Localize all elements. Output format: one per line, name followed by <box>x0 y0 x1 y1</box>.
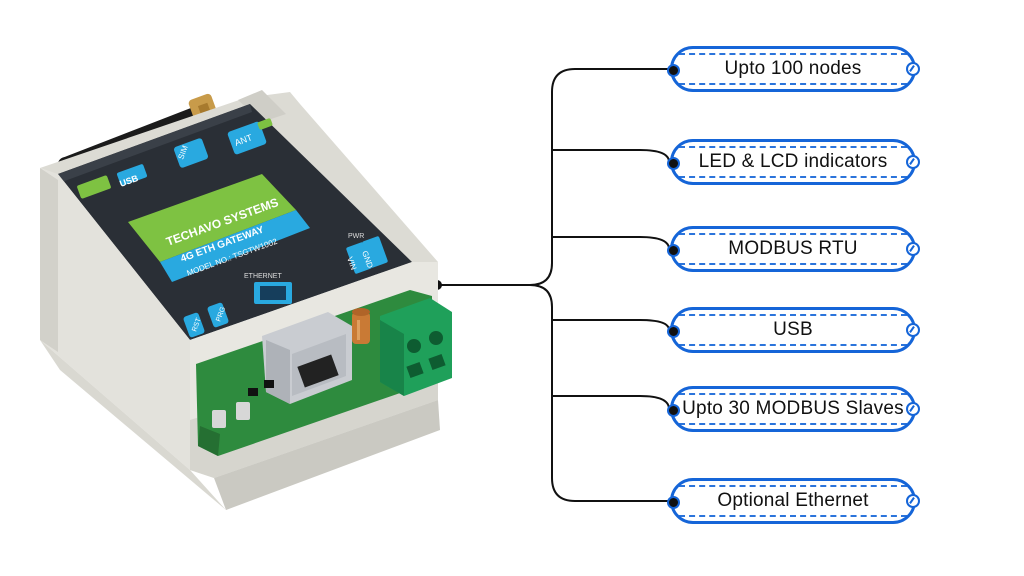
feature-label: LED & LCD indicators <box>698 151 888 172</box>
port-pwr-label: PWR <box>348 233 364 240</box>
node-end-icon <box>906 62 920 76</box>
node-end-icon <box>906 323 920 337</box>
node-end-icon <box>906 402 920 416</box>
button-rst-label: RST <box>191 316 203 332</box>
node-end-icon <box>906 242 920 256</box>
connector-dot-icon <box>667 496 680 509</box>
connector-dot-icon <box>667 244 680 257</box>
feature-label: Optional Ethernet <box>717 490 869 511</box>
feature-label: USB <box>773 319 813 340</box>
feature-label: MODBUS RTU <box>728 238 858 259</box>
feature-led-lcd-indicators: LED & LCD indicators <box>667 139 920 185</box>
connector-dot-icon <box>667 325 680 338</box>
port-ethernet-label: ETHERNET <box>244 273 282 280</box>
terminal-block <box>380 298 452 396</box>
port-vin-label: VIN <box>345 256 358 272</box>
connector-dot-icon <box>667 157 680 170</box>
connector-dot-icon <box>667 64 680 77</box>
connector-dot-icon <box>667 404 680 417</box>
feature-usb: USB <box>667 307 920 353</box>
feature-optional-ethernet: Optional Ethernet <box>667 478 920 524</box>
node-end-icon <box>906 155 920 169</box>
feature-upto-100-nodes: Upto 100 nodes <box>667 46 920 92</box>
feature-upto-30-modbus-slaves: Upto 30 MODBUS Slaves <box>667 386 920 432</box>
feature-label: Upto 100 nodes <box>724 58 862 79</box>
gateway-device-image: TECHAVO SYSTEMS 4G ETH GATEWAY MODEL NO.… <box>40 90 452 510</box>
feature-label: Upto 30 MODBUS Slaves <box>682 398 904 419</box>
button-prg-label: PRG <box>215 306 227 323</box>
feature-modbus-rtu: MODBUS RTU <box>667 226 920 272</box>
ethernet-jack <box>262 312 352 404</box>
node-end-icon <box>906 494 920 508</box>
